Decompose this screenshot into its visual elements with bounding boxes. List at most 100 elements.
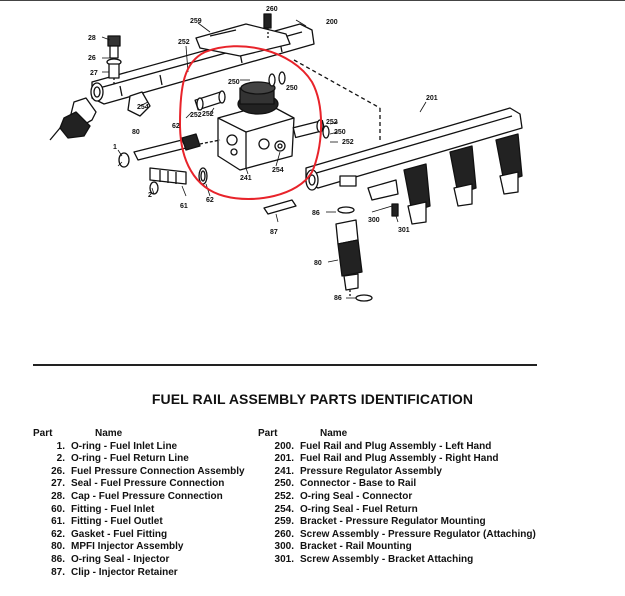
callout-241: 241 — [240, 175, 252, 182]
legend-row: 26.Fuel Pressure Connection Assembly — [33, 465, 244, 479]
leader-lines — [101, 19, 427, 299]
callout-252-inner: 252 — [202, 111, 214, 118]
part-name: Pressure Regulator Assembly — [300, 465, 442, 477]
callout-80-bottom: 80 — [314, 260, 322, 267]
legend-row: 27. Seal - Fuel Pressure Connection — [33, 478, 245, 491]
legend-row: 86. O-ring Seal - Injector — [33, 554, 245, 567]
part-name: Fitting - Fuel Inlet — [71, 503, 155, 515]
part-number: 26. — [51, 465, 65, 477]
callout-252-right-a: 252 — [326, 119, 338, 126]
legend-row: 252. O-ring Seal - Connector — [258, 491, 536, 504]
part-number: 250. — [274, 478, 294, 490]
connectors — [194, 71, 330, 152]
part-number: 300. — [274, 541, 294, 553]
callout-80-left: 80 — [132, 129, 140, 136]
callout-252-right-b: 252 — [342, 139, 354, 146]
callout-201: 201 — [426, 95, 438, 102]
highlight-circle — [178, 45, 322, 200]
callout-254-center: 254 — [272, 167, 284, 174]
callout-61: 61 — [180, 203, 188, 210]
part-number: 28. — [51, 490, 65, 502]
part-number: 60. — [51, 503, 65, 515]
part-name: O-ring Seal - Connector — [300, 490, 413, 502]
part-number: 62. — [51, 528, 65, 540]
part-name: O-ring - Fuel Inlet Line — [71, 440, 178, 452]
callout-259: 259 — [190, 18, 202, 25]
part-name: Connector - Base to Rail — [300, 478, 417, 490]
part-name: Fuel Rail and Plug Assembly - Left Hand — [300, 440, 492, 452]
legend-row: 61. Fitting - Fuel Outlet — [33, 516, 245, 529]
callout-300: 300 — [368, 217, 380, 224]
part-number: 86. — [51, 553, 65, 565]
callout-200: 200 — [326, 19, 338, 26]
part-number: 200. — [274, 440, 294, 452]
part-number: 254. — [274, 503, 294, 515]
legend-row: 201.Fuel Rail and Plug Assembly - Right … — [258, 453, 536, 466]
part-number: 87. — [51, 566, 65, 578]
part-number: 241. — [274, 465, 294, 477]
callout-260: 260 — [266, 6, 278, 13]
part-number: 201. — [274, 453, 294, 465]
callout-250-left: 250 — [228, 79, 240, 86]
callout-86-top: 86 — [312, 210, 320, 217]
callout-2: 2 — [148, 192, 152, 199]
legend-row: 200. Fuel Rail and Plug Assembly - Left H… — [258, 441, 536, 454]
callout-252-top: 252 — [178, 39, 190, 46]
callout-26: 26 — [88, 55, 96, 62]
part-name: Screw Assembly - Pressure Regulator (Att… — [300, 528, 536, 540]
legend-row: 28. Cap - Fuel Pressure Connection — [33, 491, 245, 504]
callout-250-right: 250 — [334, 129, 346, 136]
part-column-header: Part — [33, 428, 53, 439]
part-name: O-ring Seal - Fuel Return — [300, 503, 418, 515]
part-number: 252. — [274, 490, 294, 502]
part-number: 27. — [51, 478, 65, 490]
legend-row: 301. Screw Assembly - Bracket Attaching — [258, 554, 536, 567]
left-injectors — [49, 91, 151, 141]
legend-row: 2.O-ring - Fuel Return Line — [33, 453, 245, 466]
part-name: Screw Assembly - Bracket Attaching — [300, 553, 474, 565]
legend-row: 87. Clip - Injector Retainer — [33, 567, 245, 580]
part-name: Cap - Fuel Pressure Connection — [71, 490, 223, 502]
part-name: Seal - Fuel Pressure Connection — [71, 478, 225, 490]
part-name: Bracket - Rail Mounting — [300, 541, 412, 553]
part-name: Fitting - Fuel Outlet — [71, 516, 163, 528]
callout-252-mid: 252 — [190, 112, 202, 119]
part-number: 61. — [51, 516, 65, 528]
legend-row: 250. Connector - Base to Rail — [258, 478, 536, 491]
exploded-parts-diagram: 260 259 200 28 26 27 252 250 250 201 254… — [49, 6, 523, 302]
callout-62-bottom: 62 — [206, 197, 214, 204]
part-name: Clip - Injector Retainer — [71, 566, 178, 578]
section-divider — [33, 364, 537, 366]
part-number: 80. — [51, 541, 65, 553]
part-name: O-ring Seal - Injector — [71, 553, 170, 565]
legend-row: 254. O-ring Seal - Fuel Return — [258, 504, 536, 517]
name-column-header: Name — [95, 428, 123, 439]
loose-injector — [263, 199, 373, 302]
legend-row: 60. Fitting - Fuel Inlet — [33, 504, 245, 517]
inlet-outlet-fittings — [118, 133, 221, 195]
legend-header-right: Part Name — [258, 428, 536, 441]
part-number: 2. — [56, 453, 65, 465]
callout-250-center: 250 — [286, 85, 298, 92]
part-name: Gasket - Fuel Fitting — [71, 528, 168, 540]
legend-row: 259.Bracket - Pressure Regulator Mountin… — [258, 516, 536, 529]
part-number: 1. — [56, 440, 65, 452]
legend-row: 260.Screw Assembly - Pressure Regulator … — [258, 529, 536, 542]
legend-row: 300. Bracket - Rail Mounting — [258, 541, 536, 554]
callout-254-left: 254 — [137, 104, 149, 111]
fuel-pressure-connection — [106, 35, 122, 84]
legend-row: 62. Gasket - Fuel Fitting — [33, 529, 245, 542]
pressure-regulator — [217, 81, 295, 171]
part-number: 301. — [274, 553, 294, 565]
part-name: Bracket - Pressure Regulator Mounting — [300, 516, 486, 528]
callout-27: 27 — [90, 70, 98, 77]
callout-86-bottom: 86 — [334, 295, 342, 302]
part-name: MPFI Injector Assembly — [71, 541, 184, 553]
callout-87: 87 — [270, 229, 278, 236]
table-title: FUEL RAIL ASSEMBLY PARTS IDENTIFICATION — [151, 391, 474, 407]
part-column-header: Part — [258, 428, 278, 439]
parts-legend-right: Part Name 200. Fuel Rail and Plug Assembl… — [258, 428, 536, 567]
callout-1: 1 — [113, 144, 117, 151]
callout-28: 28 — [88, 35, 96, 42]
